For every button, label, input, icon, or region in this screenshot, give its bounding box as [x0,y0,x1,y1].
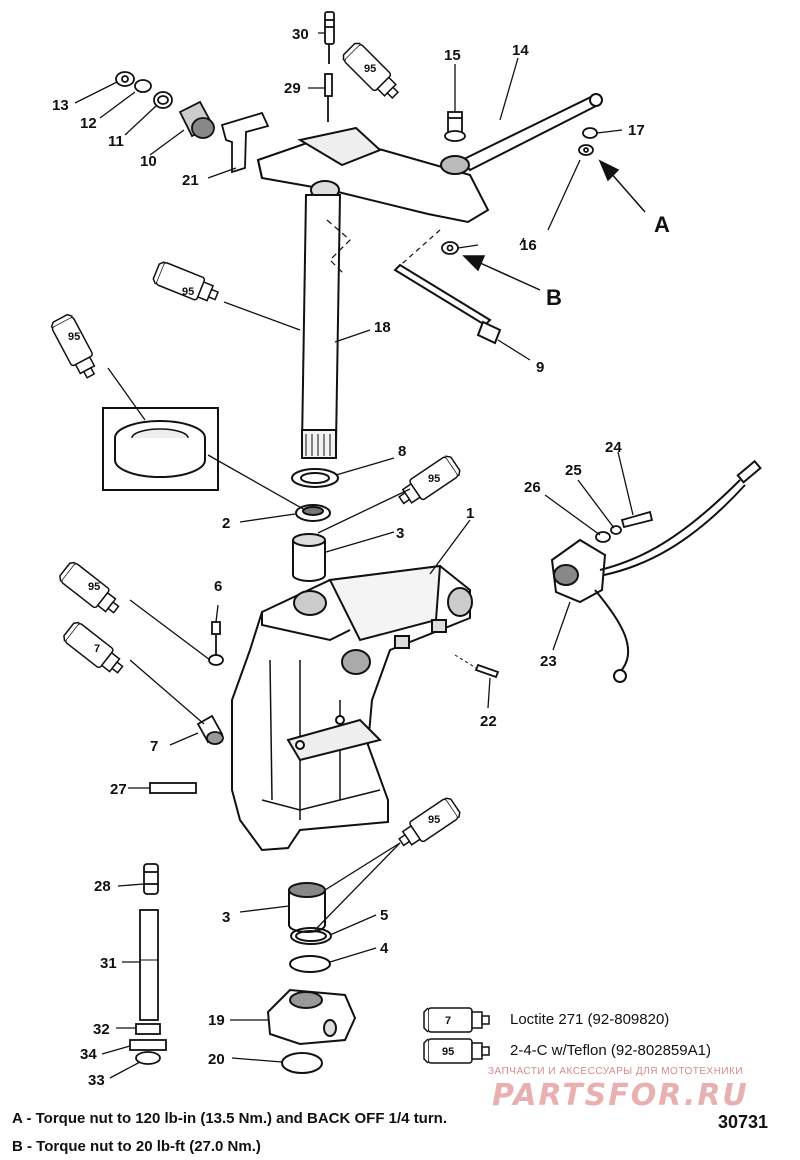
callout-17: 17 [628,122,645,139]
callout-21: 21 [182,172,199,189]
tube-label: 95 [428,473,440,485]
grease-fitting-6 [208,621,224,666]
callout-20: 20 [208,1051,225,1068]
ring-20 [281,1052,323,1074]
callout-7: 7 [150,738,158,755]
ring-5 [290,927,332,945]
ring-4 [289,955,331,973]
callout-14: 14 [512,42,529,59]
callout-15: 15 [444,47,461,64]
callout-3-upper: 3 [396,525,404,542]
steering-arm [256,126,490,224]
grease-tube-95-3 [48,312,102,383]
callout-16: 16 [520,237,537,254]
link-rod [129,863,167,1065]
callout-30: 30 [292,26,309,43]
tube-label: 95 [68,331,80,343]
callout-13: 13 [52,97,69,114]
callout-31: 31 [100,955,117,972]
callout-10: 10 [140,153,157,170]
figure-number: 30731 [718,1112,769,1132]
seal-inset [102,407,219,491]
callout-29: 29 [284,80,301,97]
callout-34: 34 [80,1046,97,1063]
note-b: B - Torque nut to 20 lb-ft (27.0 Nm.) [12,1138,261,1155]
tie-rod [440,93,603,175]
grease-tube-95-2 [151,259,222,308]
pin-30 [324,11,335,64]
legend-tube-label: 7 [445,1015,451,1027]
pin-27 [149,782,197,794]
callout-26: 26 [524,479,541,496]
washer-25 [610,525,622,535]
nut-13 [115,71,135,87]
bushing-10 [178,100,215,139]
bolt-22 [454,654,500,679]
steering-yoke-19 [266,988,357,1046]
pin-29 [324,73,333,122]
bolt-15 [444,111,466,142]
callout-33: 33 [88,1072,105,1089]
callout-12: 12 [80,115,97,132]
bushing-3-upper [292,533,326,582]
ring-11 [153,91,173,109]
watermark-logo: PARTSFOR.RU [492,1078,749,1113]
steering-tube [300,194,342,459]
callout-letter-b: B [546,285,562,310]
washer-8 [291,468,339,488]
washer-17 [578,127,598,156]
callout-1: 1 [466,505,474,522]
callout-24: 24 [605,439,622,456]
callout-3-lower: 3 [222,909,230,926]
arrow-b [462,255,541,291]
callout-4: 4 [380,940,389,957]
legend-tube-7 [423,1007,490,1033]
screw-24 [620,510,654,529]
tube-label: 7 [94,643,100,655]
plate-21 [220,111,270,174]
callout-letter-a: A [654,212,670,237]
callout-23: 23 [540,653,557,670]
bushing-3-lower [288,882,326,933]
callout-32: 32 [93,1021,110,1038]
trim-sender-23 [550,459,762,683]
tube-label: 95 [364,63,376,75]
tube-label: 95 [88,581,100,593]
watermark-tagline: ЗАПЧАСТИ И АКСЕССУАРЫ ДЛЯ МОТОТЕХНИКИ [488,1066,744,1077]
washer-12 [134,79,152,93]
callout-2: 2 [222,515,230,532]
callout-9: 9 [536,359,544,376]
arrow-a [598,159,646,213]
callout-28: 28 [94,878,111,895]
callout-6: 6 [214,578,222,595]
callout-27: 27 [110,781,127,798]
callout-19: 19 [208,1012,225,1029]
legend-tube-label: 95 [442,1046,454,1058]
legend-item-grease: 2-4-C w/Teflon (92-802859A1) [510,1042,711,1059]
callout-18: 18 [374,319,391,336]
swivel-bracket [231,564,473,852]
tube-label: 95 [182,286,194,298]
bushing-7 [196,714,224,745]
callout-11: 11 [108,133,124,150]
legend-tube-95 [423,1038,490,1064]
nut-16 [441,241,459,255]
callout-8: 8 [398,443,406,460]
bolt-9 [393,229,502,345]
leader-lines [74,32,634,1079]
note-a: A - Torque nut to 120 lb-in (13.5 Nm.) a… [12,1110,448,1127]
tube-label: 95 [428,814,440,826]
callout-22: 22 [480,713,497,730]
legend-item-loctite: Loctite 271 (92-809820) [510,1011,670,1028]
callout-5: 5 [380,907,388,924]
callout-25: 25 [565,462,582,479]
